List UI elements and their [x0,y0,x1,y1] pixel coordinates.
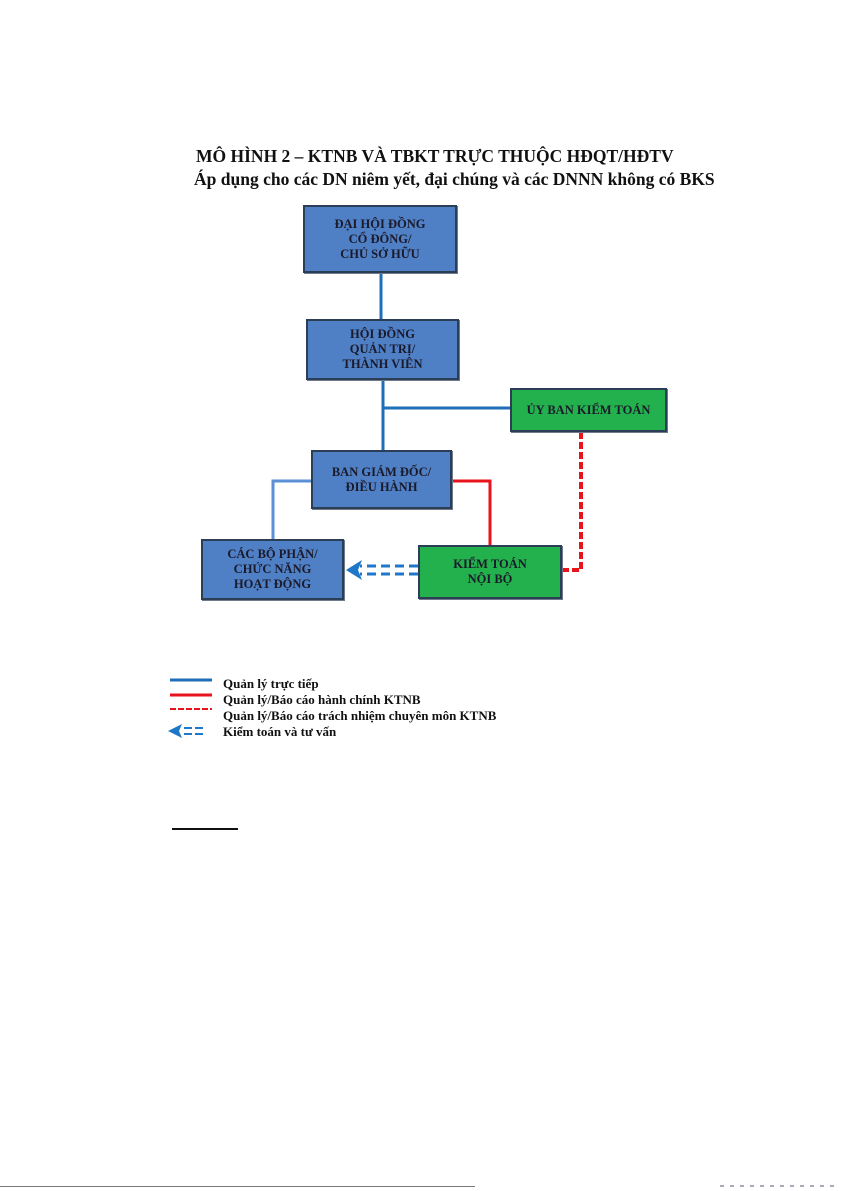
legend-label: Quản lý trực tiếp [223,676,319,691]
legend-label: Kiểm toán và tư vấn [223,724,337,739]
node-hoi-dong-quan-tri: HỘI ĐỒNG QUẢN TRỊ/ THÀNH VIÊN [306,319,459,380]
legend-label: Quản lý/Báo cáo trách nhiệm chuyên môn K… [223,708,497,723]
diagram-subtitle: Áp dụng cho các DN niêm yết, đại chúng v… [194,169,715,189]
node-uy-ban-kiem-toan: ỦY BAN KIỂM TOÁN [510,388,667,432]
dashed-red-line-icon [170,708,212,710]
node-cac-bo-phan: CÁC BỘ PHẬN/ CHỨC NĂNG HOẠT ĐỘNG [201,539,344,600]
page-footer-marks [720,1185,835,1187]
arrowhead-icon [346,560,362,580]
edge-bgd-cbp [271,479,311,539]
dashed-arrow-icon [168,724,206,738]
solid-red-line-icon [170,693,212,697]
edge-ktnb-cbp [346,560,418,580]
page-footer-rule [0,1186,475,1187]
solid-blue-line-icon [170,678,212,682]
edge-bgd-ktnb [452,479,492,545]
edge-ubkt-ktnb [562,432,583,572]
legend-label: Quản lý/Báo cáo hành chính KTNB [223,692,421,707]
diagram-title: MÔ HÌNH 2 – KTNB VÀ TBKT TRỰC THUỘC HĐQT… [196,146,674,166]
node-kiem-toan-noi-bo: KIỂM TOÁN NỘI BỘ [418,545,562,599]
node-ban-giam-doc: BAN GIÁM ĐỐC/ ĐIỀU HÀNH [311,450,452,509]
footnote-separator [172,828,238,830]
node-dai-hoi-dong-co-dong: ĐẠI HỘI ĐỒNG CỔ ĐÔNG/ CHỦ SỞ HỮU [303,205,457,273]
